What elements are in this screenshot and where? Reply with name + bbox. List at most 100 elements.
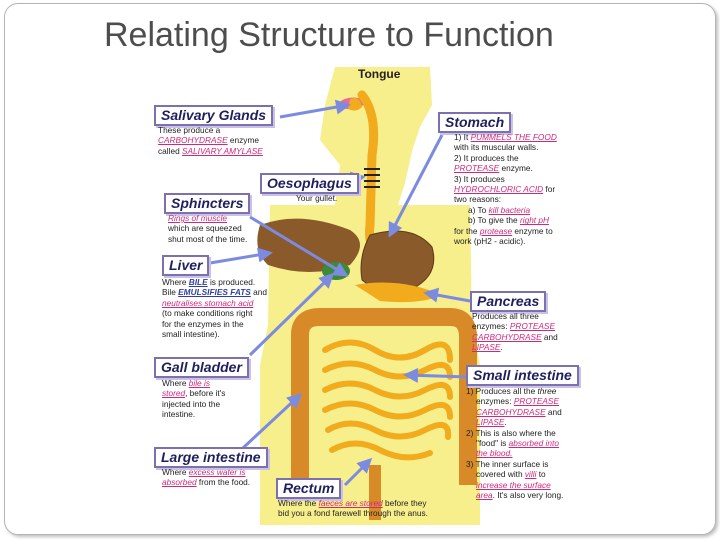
gall-line-1-highlight: bile is	[188, 378, 210, 388]
liver-line-4: (to make conditions right	[162, 308, 253, 319]
liver-line-1-rest: is produced.	[207, 277, 256, 287]
stomach-line-5: 3) It produces	[454, 173, 505, 184]
oesophagus-line-1: Your gullet.	[296, 193, 338, 203]
small-line-2-lead: enzymes:	[476, 396, 514, 407]
small-line-4: LIPASE.	[466, 417, 563, 427]
large-intestine-text: Where excess water is absorbed from the …	[162, 467, 250, 488]
salivary-line-2-rest: enzyme	[227, 135, 259, 146]
rectum-line-2: bid you a fond farewell through the anus…	[278, 508, 428, 519]
gall-line-1: Where bile is	[162, 378, 225, 388]
stomach-line-6: HYDROCHLORIC ACID for	[454, 184, 557, 194]
salivary-amylase-term: SALIVARY AMYLASE	[181, 145, 263, 156]
small-line-1: 1) Produces all the three	[466, 386, 563, 396]
gall-line-2-rest: , before it's	[185, 388, 226, 399]
pancreas-line-2: enzymes: PROTEASE	[472, 321, 558, 331]
rectum-heading: Rectum	[276, 478, 342, 499]
carbohydrase-term: CARBOHYDRASE	[158, 135, 228, 146]
rectum-line-1: Where the faeces are stored before they	[278, 498, 428, 508]
salivary-line-2: CARBOHYDRASE enzyme	[158, 135, 263, 145]
pancreas-line-3: CARBOHYDRASE and	[472, 332, 558, 342]
liver-line-6: small intestine).	[162, 329, 220, 340]
small-line-6: "food" is absorbed into	[466, 438, 563, 448]
pancreas-protease-term: PROTEASE	[509, 321, 555, 332]
small-line-7: the blood.	[476, 448, 513, 459]
area-term: area	[476, 490, 493, 501]
gall-line-1-lead: Where	[162, 378, 189, 388]
liver-shape	[257, 218, 360, 272]
stomach-line-10: for the protease enzyme to	[454, 226, 557, 236]
liver-heading: Liver	[162, 255, 210, 276]
pummels-food-term: PUMMELS THE FOOD	[470, 132, 557, 142]
absorbed-into-term: absorbed into	[508, 438, 559, 449]
stomach-line-10-rest: enzyme to	[512, 225, 553, 236]
gall-line-3: injected into the	[162, 398, 221, 409]
small-line-5: 2) This is also where the	[466, 427, 556, 438]
small-carbohydrase-term: CARBOHYDRASE	[476, 406, 546, 417]
gall-line-2-highlight: stored	[162, 388, 186, 399]
stomach-line-7: two reasons:	[454, 194, 502, 205]
protease-term-2: protease	[479, 225, 513, 236]
small-line-9-rest: to	[536, 469, 546, 480]
small-line-1-three: three	[537, 386, 557, 396]
small-line-6-lead: "food" is	[476, 438, 509, 449]
salivary-gland-shape	[348, 98, 362, 111]
tongue-label: Tongue	[358, 67, 401, 81]
stomach-line-2: with its muscular walls.	[454, 142, 539, 153]
stomach-line-1-lead: 1) It	[454, 132, 471, 142]
small-intestine-coils	[322, 339, 453, 461]
stomach-heading: Stomach	[438, 112, 512, 133]
stomach-line-9-lead: b) To give the	[468, 215, 520, 226]
rectum-text: Where the faeces are stored before they …	[278, 498, 428, 519]
large-line-2-highlight: absorbed	[162, 477, 197, 488]
protease-term: PROTEASE	[454, 163, 500, 174]
small-line-10: increase the surface	[476, 479, 551, 490]
stomach-line-6-rest: for	[543, 184, 556, 195]
pancreas-line-1: Produces all three	[472, 311, 539, 321]
pancreas-line-4-rest: .	[500, 342, 503, 353]
small-intestine-text: 1) Produces all the three enzymes: PROTE…	[466, 386, 563, 500]
small-line-9: covered with villi to	[466, 469, 563, 479]
small-line-1-lead: 1) Produces all the	[466, 386, 538, 396]
pancreas-text: Produces all three enzymes: PROTEASE CAR…	[472, 311, 558, 353]
large-line-1: Where excess water is	[162, 467, 250, 477]
liver-line-2-rest: and	[250, 287, 267, 298]
liver-line-1: Where BILE is produced.	[162, 277, 267, 287]
large-intestine-heading: Large intestine	[154, 447, 268, 468]
stomach-line-8: a) To kill bacteria	[454, 205, 557, 215]
large-line-1-highlight: excess water is	[188, 467, 246, 477]
oesophagus-text: Your gullet.	[296, 193, 337, 203]
pancreas-line-4: LIPASE.	[472, 342, 558, 352]
liver-line-5: for the enzymes in the	[162, 318, 244, 329]
small-line-9-lead: covered with	[476, 469, 525, 480]
small-line-3: CARBOHYDRASE and	[466, 407, 563, 417]
gall-bladder-text: Where bile is stored, before it's inject…	[162, 378, 225, 420]
large-line-2-rest: from the food.	[196, 477, 251, 488]
small-line-11-rest: . It's also very long.	[492, 490, 564, 501]
pancreas-line-3-rest: and	[541, 331, 558, 342]
gall-line-4: intestine.	[162, 409, 196, 420]
stomach-shape	[360, 230, 435, 292]
emulsifies-fats-term: EMULSIFIES FATS	[178, 287, 251, 298]
small-line-2: enzymes: PROTEASE	[466, 396, 563, 406]
small-lipase-term: LIPASE	[476, 417, 505, 428]
salivary-line-3-lead: called	[158, 145, 182, 156]
slide-title: Relating Structure to Function	[104, 16, 554, 54]
small-line-11: area. It's also very long.	[466, 490, 563, 500]
large-intestine-shape	[291, 308, 477, 485]
small-line-8: 3) The inner surface is	[466, 458, 549, 469]
liver-line-2: Bile EMULSIFIES FATS and	[162, 287, 267, 297]
pancreas-carbohydrase-term: CARBOHYDRASE	[472, 331, 542, 342]
liver-text: Where BILE is produced. Bile EMULSIFIES …	[162, 277, 267, 339]
villi-term: villi	[524, 469, 537, 480]
right-ph-term: right pH	[519, 215, 550, 226]
kill-bacteria-term: kill bacteria	[488, 204, 531, 215]
pancreas-lipase-term: LIPASE	[472, 342, 501, 353]
stomach-line-4: PROTEASE enzyme.	[454, 163, 557, 173]
stomach-line-10-lead: for the	[454, 225, 480, 236]
small-protease-term: PROTEASE	[513, 396, 559, 407]
stomach-line-1: 1) It PUMMELS THE FOOD	[454, 132, 557, 142]
stomach-line-3: 2) It produces the	[454, 152, 519, 163]
rectum-line-1-lead: Where the	[278, 498, 319, 508]
oesophagus-heading: Oesophagus	[260, 173, 359, 194]
salivary-glands-heading: Salivary Glands	[154, 105, 274, 126]
